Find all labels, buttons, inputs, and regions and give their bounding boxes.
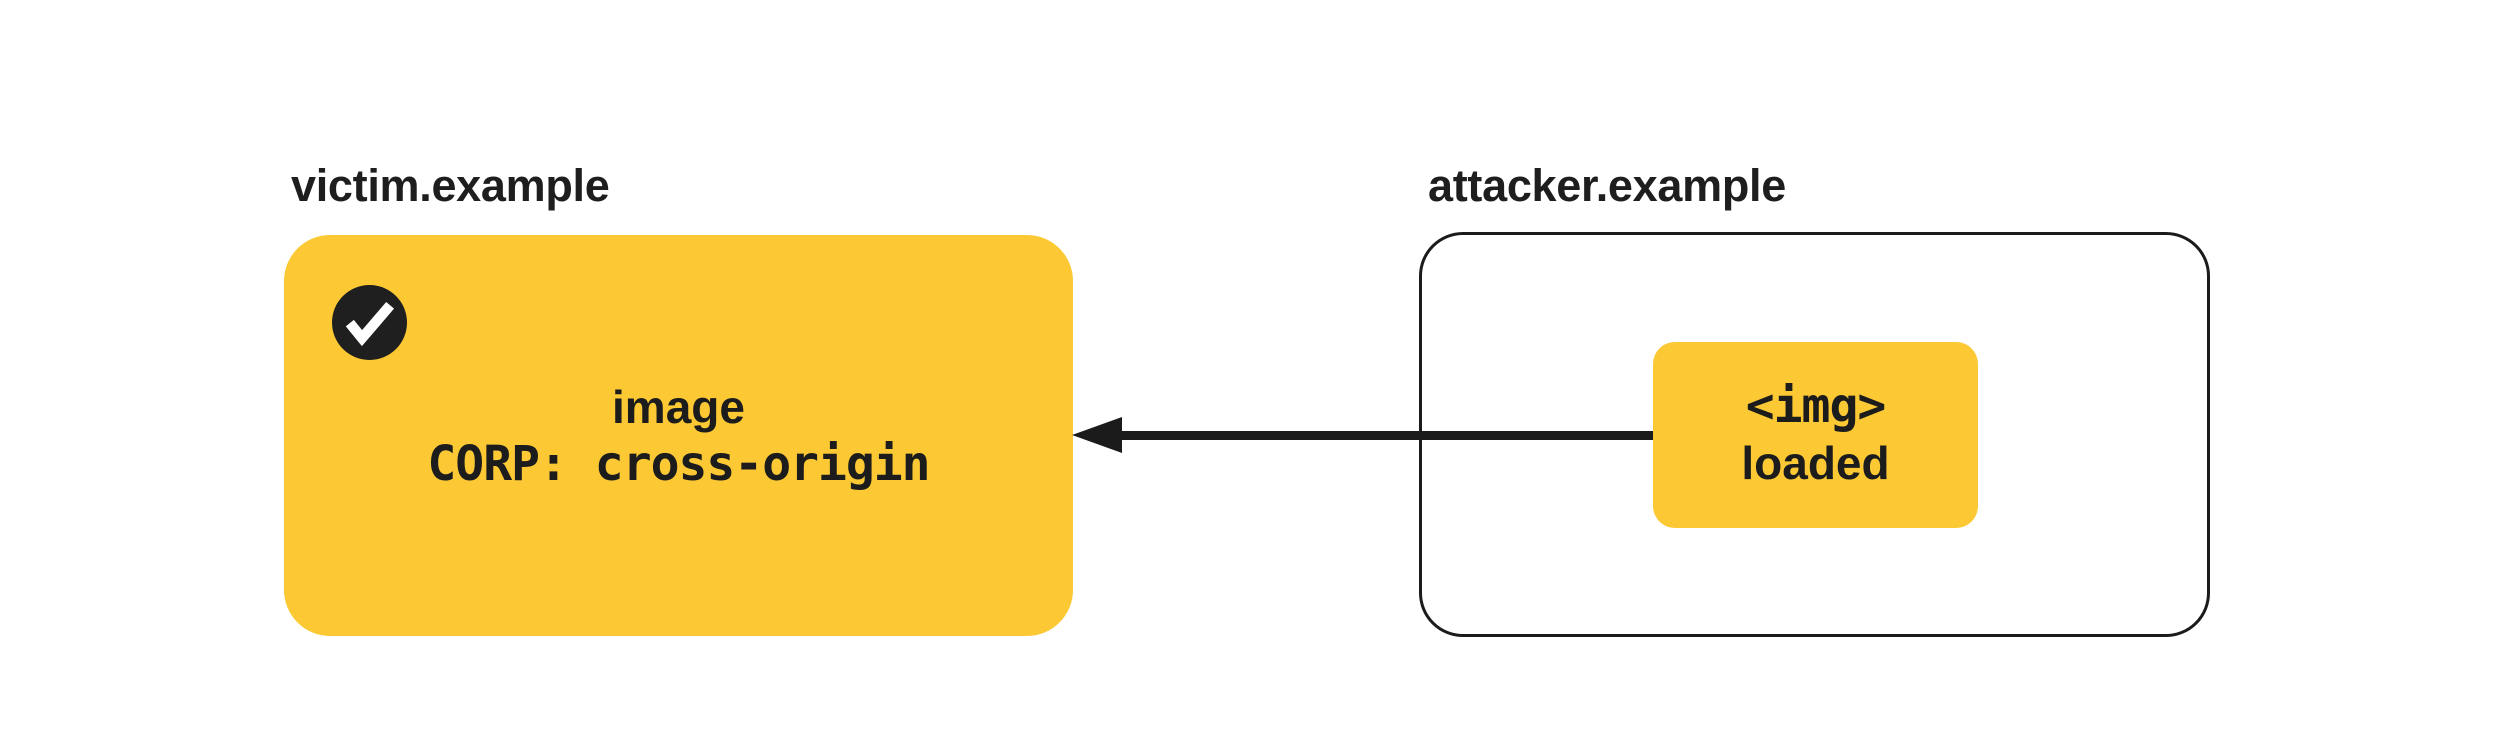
loaded-text: loaded: [1741, 437, 1890, 489]
victim-domain-label: victim.example: [291, 160, 610, 211]
check-icon: [332, 285, 407, 360]
victim-box-text: image CORP: cross-origin: [427, 379, 930, 493]
img-tag-text: <img>: [1745, 378, 1886, 434]
victim-origin-box: image CORP: cross-origin: [284, 235, 1073, 636]
request-arrow-line: [1112, 431, 1655, 440]
corp-header-text: CORP: cross-origin: [427, 435, 930, 492]
request-arrow-head-icon: [1072, 417, 1122, 453]
img-loaded-chip: <img> loaded: [1653, 342, 1978, 528]
attacker-domain-label: attacker.example: [1428, 160, 1786, 211]
resource-type-text: image: [612, 380, 745, 433]
